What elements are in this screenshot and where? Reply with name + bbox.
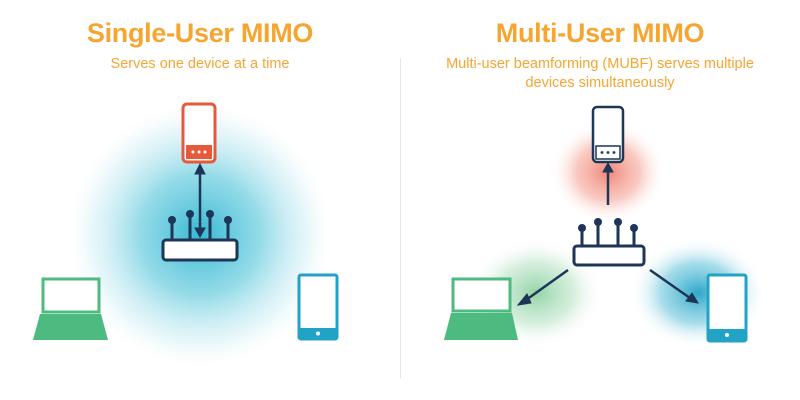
single-user-diagram — [33, 100, 339, 370]
panel-divider — [400, 58, 401, 378]
laptop-icon — [444, 277, 518, 340]
multi-user-subtitle: Multi-user beamforming (MUBF) serves mul… — [446, 56, 754, 91]
smartphone-icon — [591, 105, 625, 164]
single-user-subtitle: Serves one device at a time — [110, 56, 290, 72]
single-user-mimo-panel: Single-User MIMO Serves one device at a … — [33, 18, 339, 370]
tablet-icon — [297, 273, 339, 341]
router-icon — [572, 218, 646, 267]
multi-user-mimo-panel: Multi-User MIMO Multi-user beamforming (… — [400, 0, 800, 400]
single-user-title: Single-User MIMO — [86, 18, 314, 48]
multi-user-diagram — [444, 105, 766, 348]
multi-user-title: Multi-User MIMO — [495, 18, 705, 48]
router-icon — [161, 210, 239, 262]
smartphone-icon — [181, 102, 217, 164]
link-arrow-tablet — [649, 268, 699, 304]
link-arrow-laptop — [516, 268, 569, 306]
link-arrow-phone — [602, 161, 614, 205]
laptop-icon — [33, 277, 108, 340]
link-arrow — [194, 162, 206, 239]
tablet-icon — [706, 273, 748, 343]
